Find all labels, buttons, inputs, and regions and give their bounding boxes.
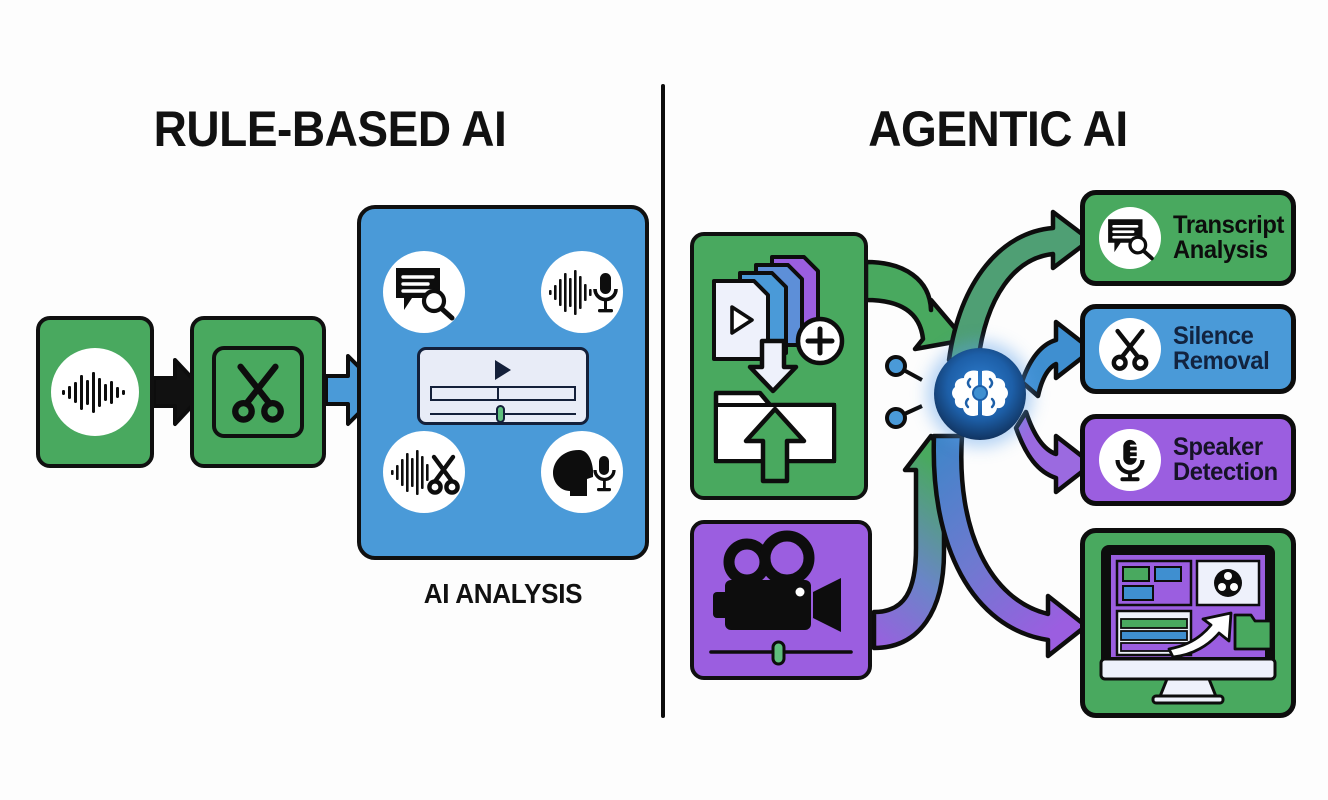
waveform-glyph <box>62 372 125 413</box>
transcript-search-icon <box>1099 207 1161 269</box>
media-upload-source-box[interactable] <box>690 232 868 500</box>
waveform-icon <box>51 348 139 436</box>
waveform-mic-glyph <box>549 270 618 315</box>
silence-removal-label: Silence Removal <box>1173 321 1270 375</box>
plus-circle-icon <box>795 316 845 366</box>
video-editor-monitor-icon <box>1099 545 1277 705</box>
label-line-1: Transcript <box>1173 210 1285 239</box>
media-player-widget[interactable] <box>417 347 589 425</box>
ai-analysis-panel[interactable] <box>357 205 649 560</box>
transcript-analysis-label: Transcript Analysis <box>1173 210 1285 264</box>
video-source-box[interactable] <box>690 520 872 680</box>
transcript-search-glyph <box>1108 219 1154 261</box>
label-line-1: Silence <box>1173 321 1254 350</box>
brain-icon <box>952 370 1008 417</box>
transcript-analysis-card[interactable]: Transcript Analysis <box>1080 190 1296 286</box>
microphone-glyph <box>1115 439 1145 482</box>
circuit-node-bottom <box>885 404 923 429</box>
arrow-video-to-hub <box>871 433 960 651</box>
label-line-2: Detection <box>1173 458 1278 486</box>
scissors-icon <box>1099 318 1161 380</box>
speaker-head-microphone-icon <box>541 431 623 513</box>
arrow-hub-to-editor <box>931 433 1089 659</box>
progress-bar[interactable] <box>430 386 576 401</box>
ai-analysis-caption: AI ANALYSIS <box>423 578 583 609</box>
circuit-node-top <box>885 355 923 382</box>
label-line-2: Analysis <box>1173 236 1268 264</box>
silence-removal-card[interactable]: Silence Removal <box>1080 304 1296 394</box>
trim-step-box[interactable] <box>190 316 326 468</box>
ai-brain-hub[interactable] <box>934 348 1026 440</box>
media-file-stack-icon <box>712 255 820 361</box>
arrow-hub-to-transcript <box>946 209 1093 365</box>
upload-folder-icon <box>713 390 837 484</box>
circuit-nodes <box>885 355 923 429</box>
video-editor-card[interactable] <box>1080 528 1296 718</box>
waveform-microphone-icon <box>541 251 623 333</box>
scissors-icon <box>232 363 284 423</box>
page-title-agentic: AGENTIC AI <box>868 101 1128 157</box>
trim-inner-frame <box>212 346 304 438</box>
microphone-icon <box>1099 429 1161 491</box>
page-title-rule-based: RULE-BASED AI <box>153 101 507 157</box>
video-source-glyph <box>709 530 853 666</box>
arrow-upload-to-hub <box>863 259 968 352</box>
panel-divider <box>661 84 665 718</box>
movie-camera-icon <box>713 530 841 632</box>
transcript-search-icon <box>383 251 465 333</box>
waveform-scissors-icon <box>383 431 465 513</box>
label-line-1: Speaker <box>1173 432 1263 461</box>
speaker-detection-label: Speaker Detection <box>1173 432 1278 486</box>
play-icon[interactable] <box>495 360 511 380</box>
download-arrow-icon <box>747 338 799 394</box>
label-line-2: Removal <box>1173 347 1270 375</box>
head-mic-glyph <box>553 450 616 496</box>
speaker-detection-card[interactable]: Speaker Detection <box>1080 414 1296 506</box>
waveform-scissors-glyph <box>391 450 460 495</box>
upload-source-glyph <box>712 255 845 484</box>
transcript-search-glyph <box>396 268 455 321</box>
scissors-glyph <box>1111 328 1149 371</box>
timeline-slider-icon <box>709 640 853 666</box>
audio-source-box[interactable] <box>36 316 154 468</box>
scrubber-handle-icon[interactable] <box>496 405 506 423</box>
